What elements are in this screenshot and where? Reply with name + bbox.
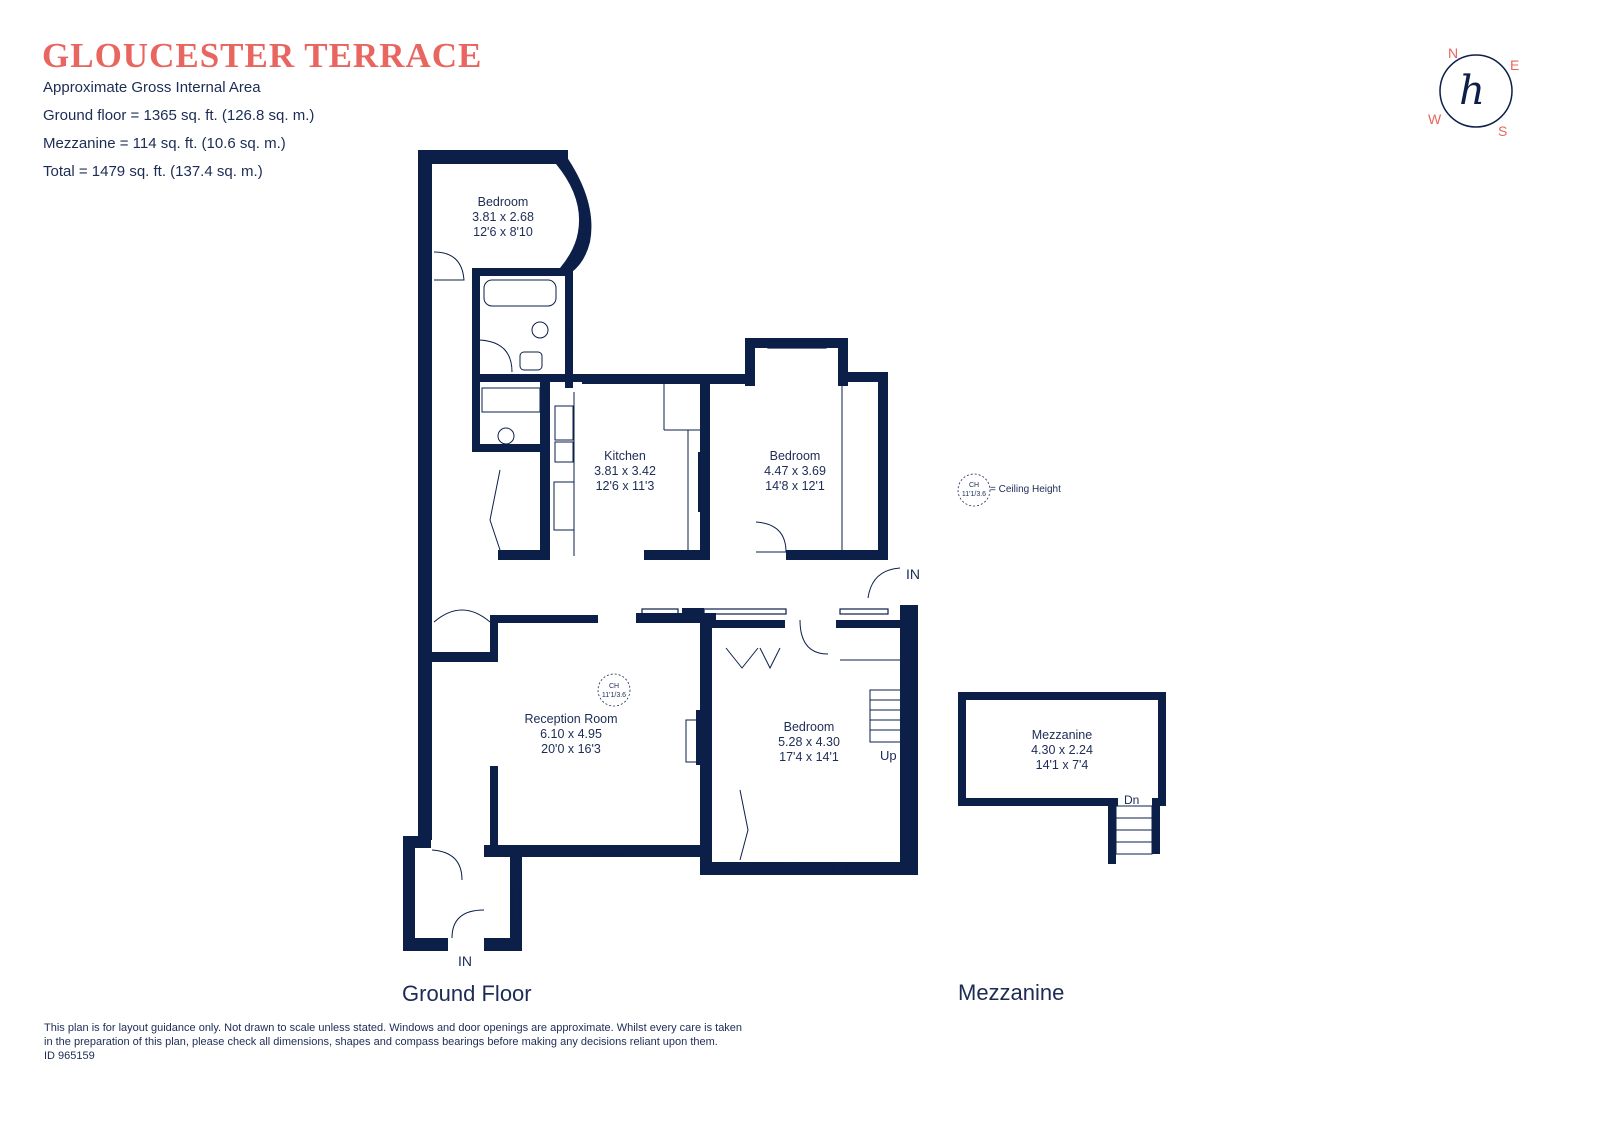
compass-west: W bbox=[1428, 111, 1442, 127]
mezzanine-floor-label: Mezzanine bbox=[958, 980, 1065, 1005]
room-imperial: 14'8 x 12'1 bbox=[765, 479, 825, 493]
stairs-down-label: Dn bbox=[1124, 793, 1139, 807]
compass-logo-icon: h N E S W bbox=[1428, 45, 1519, 139]
mezzanine-area: Mezzanine = 114 sq. ft. (10.6 sq. m.) bbox=[43, 135, 286, 152]
ceiling-height-marker: CH 11'1/3.6 bbox=[597, 673, 631, 707]
svg-text:11'1/3.6: 11'1/3.6 bbox=[962, 491, 986, 498]
room-bedroom-mid: Bedroom 4.47 x 3.69 14'8 x 12'1 bbox=[764, 449, 826, 493]
disclaimer: This plan is for layout guidance only. N… bbox=[44, 1021, 844, 1063]
ceiling-height-legend: CH 11'1/3.6 = Ceiling Height bbox=[957, 473, 1061, 507]
room-imperial: 12'6 x 11'3 bbox=[596, 479, 655, 493]
room-imperial: 14'1 x 7'4 bbox=[1036, 758, 1089, 772]
svg-text:CH: CH bbox=[609, 683, 619, 690]
room-name: Bedroom bbox=[770, 449, 821, 463]
room-kitchen: Kitchen 3.81 x 3.42 12'6 x 11'3 bbox=[594, 449, 656, 493]
ground-floor-label: Ground Floor bbox=[402, 981, 532, 1006]
fixtures bbox=[431, 251, 1153, 939]
room-name: Kitchen bbox=[604, 449, 646, 463]
compass-north: N bbox=[1448, 45, 1458, 61]
room-metric: 3.81 x 3.42 bbox=[594, 464, 656, 478]
area-heading: Approximate Gross Internal Area bbox=[43, 79, 261, 96]
windows bbox=[511, 329, 889, 925]
room-name: Mezzanine bbox=[1032, 728, 1092, 742]
total-area: Total = 1479 sq. ft. (137.4 sq. m.) bbox=[43, 163, 263, 180]
room-metric: 4.47 x 3.69 bbox=[764, 464, 826, 478]
room-metric: 3.81 x 2.68 bbox=[472, 210, 534, 224]
room-bedroom-top: Bedroom 3.81 x 2.68 12'6 x 8'10 bbox=[472, 195, 534, 239]
room-name: Bedroom bbox=[784, 720, 835, 734]
room-imperial: 12'6 x 8'10 bbox=[473, 225, 533, 239]
room-imperial: 20'0 x 16'3 bbox=[541, 742, 601, 756]
ceiling-height-legend-text: = Ceiling Height bbox=[990, 484, 1061, 495]
room-reception: Reception Room 6.10 x 4.95 20'0 x 16'3 bbox=[524, 712, 617, 756]
stairs-up-label: Up bbox=[880, 748, 897, 763]
disclaimer-line: in the preparation of this plan, please … bbox=[44, 1036, 718, 1048]
logo-letter: h bbox=[1459, 68, 1485, 114]
svg-text:CH: CH bbox=[969, 482, 979, 489]
page-title: GLOUCESTER TERRACE bbox=[42, 36, 483, 75]
ground-floor-area: Ground floor = 1365 sq. ft. (126.8 sq. m… bbox=[43, 107, 315, 124]
entrance-marker-bottom: IN bbox=[458, 953, 472, 969]
compass-south: S bbox=[1498, 123, 1507, 139]
room-mezzanine: Mezzanine 4.30 x 2.24 14'1 x 7'4 bbox=[1031, 728, 1093, 772]
room-metric: 6.10 x 4.95 bbox=[540, 727, 602, 741]
plan-id: ID 965159 bbox=[44, 1050, 95, 1062]
compass-east: E bbox=[1510, 57, 1519, 73]
svg-text:11'1/3.6: 11'1/3.6 bbox=[602, 692, 626, 699]
room-bedroom-low: Bedroom 5.28 x 4.30 17'4 x 14'1 bbox=[778, 720, 840, 764]
walls bbox=[403, 150, 1166, 951]
room-metric: 4.30 x 2.24 bbox=[1031, 743, 1093, 757]
room-metric: 5.28 x 4.30 bbox=[778, 735, 840, 749]
room-name: Reception Room bbox=[524, 712, 617, 726]
room-imperial: 17'4 x 14'1 bbox=[779, 750, 839, 764]
disclaimer-line: This plan is for layout guidance only. N… bbox=[44, 1022, 743, 1034]
room-name: Bedroom bbox=[478, 195, 529, 209]
entrance-marker-right: IN bbox=[906, 566, 920, 582]
